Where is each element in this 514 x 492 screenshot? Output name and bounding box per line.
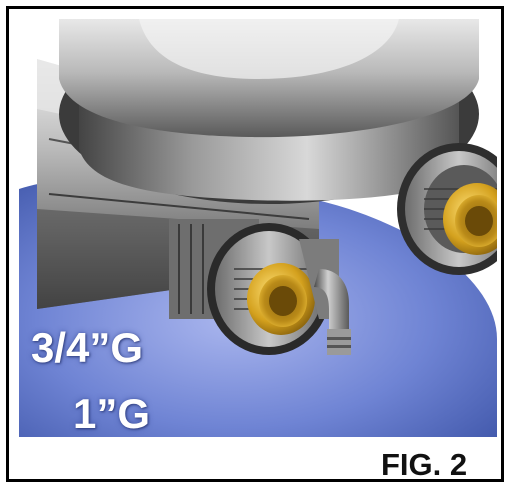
drain-elbow (299, 239, 351, 355)
figure-caption: FIG. 2 (381, 447, 468, 482)
size-label-one-inch: 1”G (73, 390, 151, 437)
size-label-three-quarter: 3/4”G (31, 324, 144, 371)
valve-illustration (19, 19, 497, 437)
right-port (397, 143, 497, 275)
figure-frame: 3/4”G 1”G FIG. 2 (6, 6, 504, 482)
left-port (169, 219, 331, 355)
